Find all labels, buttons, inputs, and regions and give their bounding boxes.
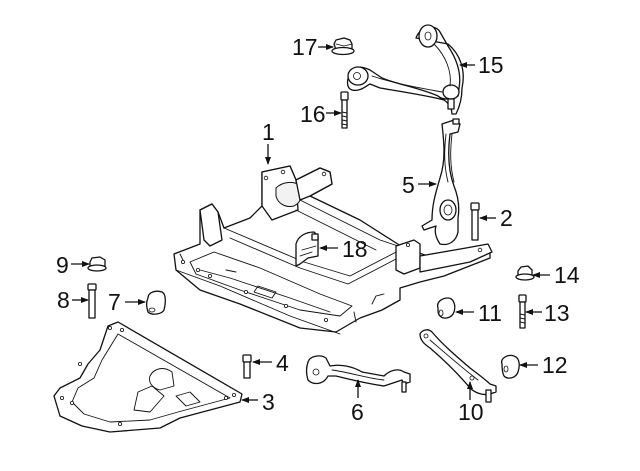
callout-5[interactable]: 5	[402, 172, 437, 198]
callout-number-12: 12	[542, 352, 568, 378]
callout-4[interactable]: 4	[252, 350, 289, 376]
callout-10[interactable]: 10	[458, 381, 484, 425]
callout-number-14: 14	[554, 262, 580, 288]
callout-2[interactable]: 2	[479, 205, 513, 231]
callout-number-18: 18	[342, 236, 368, 262]
callout-8[interactable]: 8	[57, 287, 89, 313]
callout-number-7: 7	[108, 289, 121, 315]
callout-14[interactable]: 14	[532, 262, 580, 288]
tension-strut-part[interactable]	[419, 329, 497, 403]
steering-knuckle-part[interactable]	[421, 118, 461, 246]
callout-number-11: 11	[478, 300, 502, 326]
bolt-8-part[interactable]	[87, 283, 97, 319]
callout-number-17: 17	[292, 34, 318, 60]
callout-number-15: 15	[478, 52, 504, 78]
callout-11[interactable]: 11	[455, 300, 502, 326]
bolt-13-part[interactable]	[518, 294, 527, 329]
callout-12[interactable]: 12	[519, 352, 568, 378]
engine-mount-bracket-part[interactable]	[295, 231, 319, 267]
splash-shield-part[interactable]	[53, 321, 243, 433]
nut-14-part[interactable]	[515, 265, 535, 281]
bolt-4-part[interactable]	[242, 354, 252, 379]
callout-17[interactable]: 17	[292, 34, 334, 60]
callout-number-5: 5	[402, 172, 415, 198]
callout-16[interactable]: 16	[300, 101, 342, 127]
callout-number-4: 4	[276, 350, 289, 376]
callout-number-8: 8	[57, 287, 70, 313]
nut-9-part[interactable]	[87, 256, 107, 272]
callout-18[interactable]: 18	[319, 236, 368, 262]
callout-number-16: 16	[300, 101, 326, 127]
callout-1[interactable]: 1	[262, 119, 275, 165]
callout-number-13: 13	[544, 300, 570, 326]
bushing-12-part[interactable]	[501, 354, 520, 379]
callout-number-9: 9	[56, 252, 69, 278]
bushing-11-part[interactable]	[436, 297, 456, 319]
subframe-part[interactable]	[173, 165, 493, 335]
callout-number-1: 1	[262, 119, 275, 145]
callout-number-10: 10	[458, 399, 484, 425]
callout-number-3: 3	[262, 389, 275, 415]
nut-17-part[interactable]	[331, 37, 355, 56]
callout-3[interactable]: 3	[241, 389, 275, 415]
callout-7[interactable]: 7	[108, 289, 146, 315]
lower-control-arm-part[interactable]	[305, 355, 411, 393]
callout-13[interactable]: 13	[525, 300, 570, 326]
callout-number-2: 2	[500, 205, 513, 231]
bolt-16-part[interactable]	[340, 91, 349, 129]
bushing-7-part[interactable]	[145, 290, 166, 315]
callout-6[interactable]: 6	[351, 379, 364, 425]
callout-number-6: 6	[351, 399, 364, 425]
bolt-2-part[interactable]	[470, 202, 480, 241]
upper-control-arm-part[interactable]	[346, 24, 464, 115]
callout-15[interactable]: 15	[459, 52, 504, 78]
callout-9[interactable]: 9	[56, 252, 90, 278]
